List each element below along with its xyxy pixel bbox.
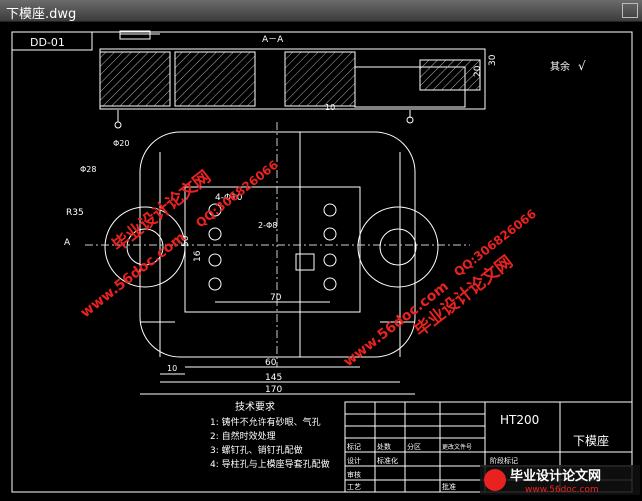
- banner-site-title: 毕业设计论文网: [510, 468, 601, 484]
- tech-item-1: 1: 铸件不允许有砂眼、气孔: [210, 416, 321, 428]
- dim-r35: R35: [66, 208, 84, 218]
- dim-d20: Φ20: [113, 139, 129, 148]
- dim-d28: Φ28: [80, 165, 96, 174]
- tech-item-2: 2: 自然时效处理: [210, 430, 276, 442]
- watermark-qq: QQ:306826066: [193, 158, 281, 231]
- banner-url: www.56doc.com: [525, 485, 599, 495]
- screw-holes: [208, 203, 337, 291]
- tb-row-a-3: 更改文件号: [442, 443, 472, 451]
- dimension-lines: [140, 301, 415, 395]
- part-name: 下模座: [573, 433, 609, 448]
- watermark-group-1: 毕业设计论文网 www.56doc.com QQ:306826066: [78, 158, 281, 322]
- dim-10: 10: [167, 364, 177, 373]
- drawing-number: DD-01: [30, 36, 65, 49]
- dim-2x-d8: 2-Φ8: [258, 221, 277, 230]
- cad-drawing: DD-01 A－A 30 20 10 其余 √: [11, 30, 640, 495]
- drawing-number-box: DD-01: [11, 31, 93, 51]
- tb-row-a-0: 标记: [347, 442, 361, 451]
- dim-50: 50: [181, 235, 191, 247]
- window-titlebar: 下模座.dwg: [0, 0, 642, 22]
- section-marker-left: A: [64, 238, 71, 248]
- tb-row-d-0: 工艺: [347, 483, 361, 491]
- tb-row-a-2: 分区: [407, 442, 421, 451]
- drawing-canvas[interactable]: DD-01 A－A 30 20 10 其余 √: [0, 22, 642, 497]
- tb-row-b-0: 设计: [347, 456, 361, 465]
- surface-note: 其余: [550, 60, 570, 73]
- dim-145: 145: [265, 373, 282, 383]
- dim-170: 170: [265, 385, 282, 395]
- tech-item-4: 4: 导柱孔与上模座导套孔配做: [210, 458, 330, 470]
- dim-16: 16: [193, 250, 203, 262]
- dim-d10: 10: [325, 103, 335, 112]
- tb-row-a-1: 处数: [377, 442, 391, 451]
- technical-requirements: 技术要求 1: 铸件不允许有砂眼、气孔 2: 自然时效处理 3: 螺钉孔、销钉孔…: [210, 400, 330, 470]
- roughness-symbol: √: [578, 59, 586, 73]
- dim-30: 30: [488, 54, 498, 66]
- guide-bores: [104, 206, 439, 288]
- tb-row-d-1: 批准: [442, 482, 456, 491]
- tech-item-3: 3: 螺钉孔、销钉孔配做: [210, 444, 303, 456]
- tb-row-b-2: 阶段标记: [490, 456, 518, 465]
- section-view: A－A 30 20 10: [99, 30, 498, 129]
- tb-row-c-0: 审核: [347, 470, 361, 479]
- section-label: A－A: [262, 35, 284, 45]
- dim-60: 60: [265, 358, 277, 368]
- dim-20-top: 20: [473, 65, 483, 77]
- watermark-group-2: 毕业设计论文网 www.56doc.com QQ:306826066: [341, 207, 539, 371]
- tb-row-b-1: 标准化: [377, 456, 398, 465]
- tech-heading: 技术要求: [235, 400, 275, 413]
- window-title: 下模座.dwg: [6, 7, 77, 22]
- dim-4x-d10: 4-Φ10: [215, 193, 243, 203]
- centerlines: [85, 122, 470, 367]
- maximize-button[interactable]: [622, 3, 638, 18]
- dim-70: 70: [270, 293, 282, 303]
- logo-icon: [484, 469, 506, 491]
- watermark-banner: 毕业设计论文网 www.56doc.com: [480, 465, 640, 495]
- drawing-frame: [11, 31, 633, 493]
- material: HT200: [500, 413, 539, 427]
